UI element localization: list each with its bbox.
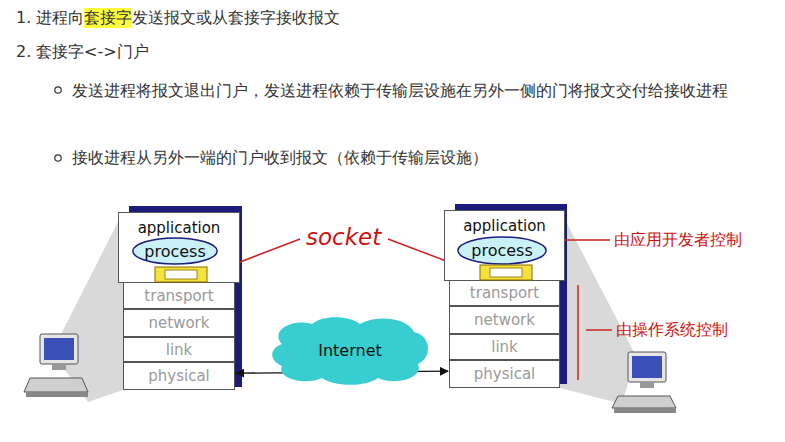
- layer-name: application: [119, 219, 239, 237]
- body-text: 2.: [16, 42, 31, 62]
- body-text: 接收进程从另外一端的门户收到报文（依赖于传输层设施）: [72, 148, 488, 168]
- layer-name: network: [149, 314, 210, 332]
- protocol-layer-box: transport: [123, 282, 235, 309]
- layer-name: application: [445, 217, 564, 235]
- process-name: process: [144, 242, 205, 261]
- layer-name: physical: [474, 365, 536, 383]
- application-layer-box: application process: [444, 210, 565, 281]
- protocol-layer-box: link: [123, 337, 235, 362]
- protocol-layer-box: transport: [449, 280, 560, 306]
- annotation-text: 由操作系统控制: [616, 320, 728, 340]
- protocol-layer-box: physical: [123, 362, 235, 390]
- process-ellipse: process: [457, 236, 547, 265]
- socket-icon: [155, 267, 207, 282]
- internet-cloud: Internet: [268, 314, 432, 386]
- body-text: 发送报文或从套接字接收报文: [132, 8, 340, 28]
- body-text: 进程向: [36, 8, 84, 28]
- host-wedge: [52, 212, 123, 402]
- computer-icon: [24, 334, 88, 397]
- body-text: 1.: [16, 8, 31, 28]
- bullet: [55, 155, 61, 161]
- layer-name: transport: [470, 284, 539, 302]
- body-text: 发送进程将报文退出门户，发送进程依赖于传输层设施在另外一侧的门将报文交付给接收进…: [72, 78, 777, 103]
- bracket-line: [577, 285, 579, 380]
- body-text: 套接字: [84, 8, 132, 28]
- protocol-layer-box: physical: [449, 360, 560, 388]
- layer-name: network: [474, 311, 535, 329]
- process-name: process: [471, 241, 532, 260]
- protocol-layer-box: link: [449, 334, 560, 360]
- process-ellipse: process: [132, 237, 218, 265]
- leader-line: [586, 329, 612, 331]
- body-text: 套接字<->门户: [36, 42, 149, 62]
- socket-icon: [480, 265, 532, 280]
- cloud-name: Internet: [318, 341, 382, 360]
- layer-name: physical: [148, 367, 210, 385]
- application-layer-box: application process: [118, 212, 240, 283]
- callout-label: socket: [306, 223, 381, 251]
- layer-name: link: [491, 338, 518, 356]
- layer-name: transport: [144, 287, 213, 305]
- protocol-layer-box: network: [449, 306, 560, 334]
- bullet: [55, 87, 61, 93]
- annotation-text: 由应用开发者控制: [614, 230, 742, 250]
- protocol-layer-box: network: [123, 309, 235, 337]
- computer-icon: [612, 352, 676, 413]
- layer-name: link: [166, 341, 193, 359]
